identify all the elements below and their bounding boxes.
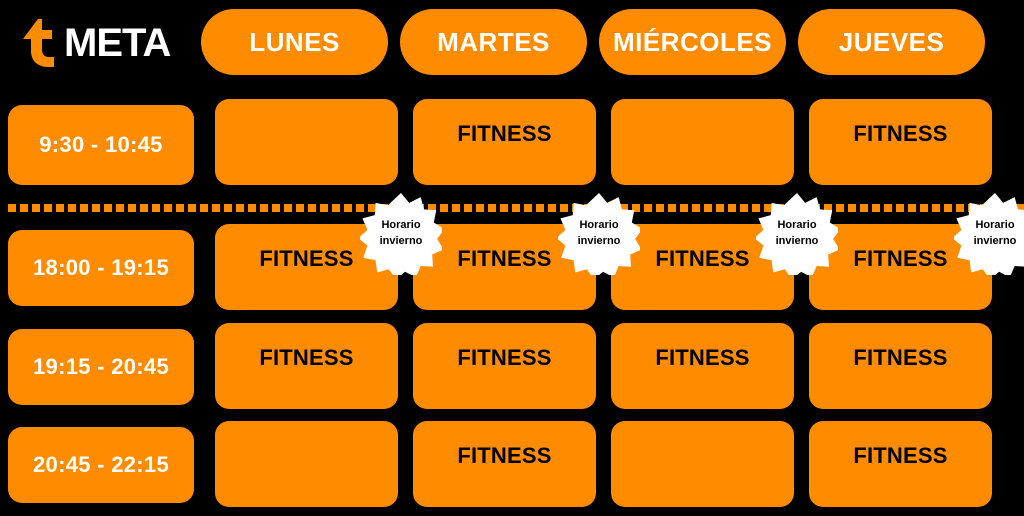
day-header-label: JUEVES — [838, 26, 945, 57]
class-cell-label: FITNESS — [259, 246, 354, 271]
brand-logo: META — [8, 8, 194, 78]
time-slot-label: 20:45 - 22:15 — [33, 452, 169, 477]
class-cell-label: FITNESS — [853, 345, 948, 370]
day-header-label: LUNES — [249, 26, 340, 57]
day-header-martes[interactable]: MARTES — [400, 9, 587, 75]
class-cell-label: FITNESS — [457, 443, 552, 468]
brand-wordmark: META — [64, 21, 171, 65]
class-cell[interactable]: FITNESS — [809, 99, 992, 185]
day-header-label: MIÉRCOLES — [612, 26, 773, 57]
class-cell-label: FITNESS — [853, 443, 948, 468]
class-cell[interactable]: FITNESS — [611, 224, 794, 310]
class-cell[interactable]: FITNESS — [413, 323, 596, 409]
class-cell-label: FITNESS — [457, 121, 552, 146]
time-slot-label: 9:30 - 10:45 — [39, 132, 163, 157]
class-cell-label: FITNESS — [259, 345, 354, 370]
winter-schedule-badge: Horario invierno — [360, 193, 442, 275]
class-cell-label: FITNESS — [853, 246, 948, 271]
day-header-jueves[interactable]: JUEVES — [798, 9, 985, 75]
day-header-label: MARTES — [437, 26, 550, 57]
season-divider — [8, 204, 1024, 212]
class-cell-label: FITNESS — [655, 345, 750, 370]
time-slot-2: 18:00 - 19:15 — [8, 230, 194, 306]
class-cell-label: FITNESS — [853, 121, 948, 146]
class-cell[interactable]: FITNESS — [413, 99, 596, 185]
class-cell[interactable]: FITNESS — [413, 224, 596, 310]
time-slot-label: 18:00 - 19:15 — [33, 255, 169, 280]
class-cell[interactable] — [215, 99, 398, 185]
winter-schedule-badge: Horario invierno — [558, 193, 640, 275]
class-cell[interactable]: FITNESS — [215, 323, 398, 409]
class-cell[interactable]: FITNESS — [809, 323, 992, 409]
class-cell-label: FITNESS — [457, 246, 552, 271]
time-slot-label: 19:15 - 20:45 — [33, 354, 169, 379]
class-cell-label: FITNESS — [655, 246, 750, 271]
time-slot-1: 9:30 - 10:45 — [8, 105, 194, 185]
winter-schedule-badge: Horario invierno — [756, 193, 838, 275]
class-cell[interactable] — [215, 421, 398, 507]
time-slot-3: 19:15 - 20:45 — [8, 329, 194, 405]
winter-schedule-badge: Horario invierno — [954, 193, 1024, 275]
day-header-miercoles[interactable]: MIÉRCOLES — [599, 9, 786, 75]
class-cell[interactable]: FITNESS — [611, 323, 794, 409]
class-cell[interactable] — [611, 99, 794, 185]
day-header-lunes[interactable]: LUNES — [201, 9, 388, 75]
class-cell-label: FITNESS — [457, 345, 552, 370]
flame-t-logo-icon — [14, 18, 60, 68]
class-cell[interactable]: FITNESS — [809, 421, 992, 507]
time-slot-4: 20:45 - 22:15 — [8, 427, 194, 503]
class-cell[interactable] — [611, 421, 794, 507]
class-cell[interactable]: FITNESS — [413, 421, 596, 507]
